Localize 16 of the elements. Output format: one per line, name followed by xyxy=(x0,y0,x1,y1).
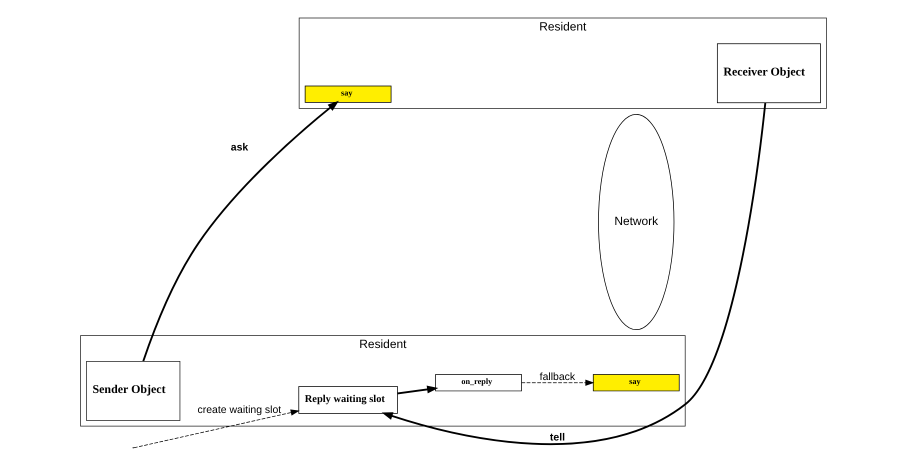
arrow xyxy=(381,102,766,444)
arrow xyxy=(133,409,300,448)
arrow xyxy=(520,379,594,386)
node-box: say xyxy=(592,374,680,391)
node-box: Receiver Object xyxy=(716,42,820,103)
node-box: on_reply xyxy=(434,374,522,391)
edge-label: fallback xyxy=(539,371,575,382)
edge-label: create waiting slot xyxy=(197,404,281,416)
node-box: Sender Object xyxy=(86,360,180,420)
node-box: Reply waiting slot xyxy=(298,386,398,414)
arrow xyxy=(142,100,338,361)
edge-label: ask xyxy=(230,142,248,153)
arrow xyxy=(396,385,438,394)
node-box: say xyxy=(304,85,391,102)
edge-label: tell xyxy=(549,432,565,443)
node-ellipse: Network xyxy=(598,114,674,330)
